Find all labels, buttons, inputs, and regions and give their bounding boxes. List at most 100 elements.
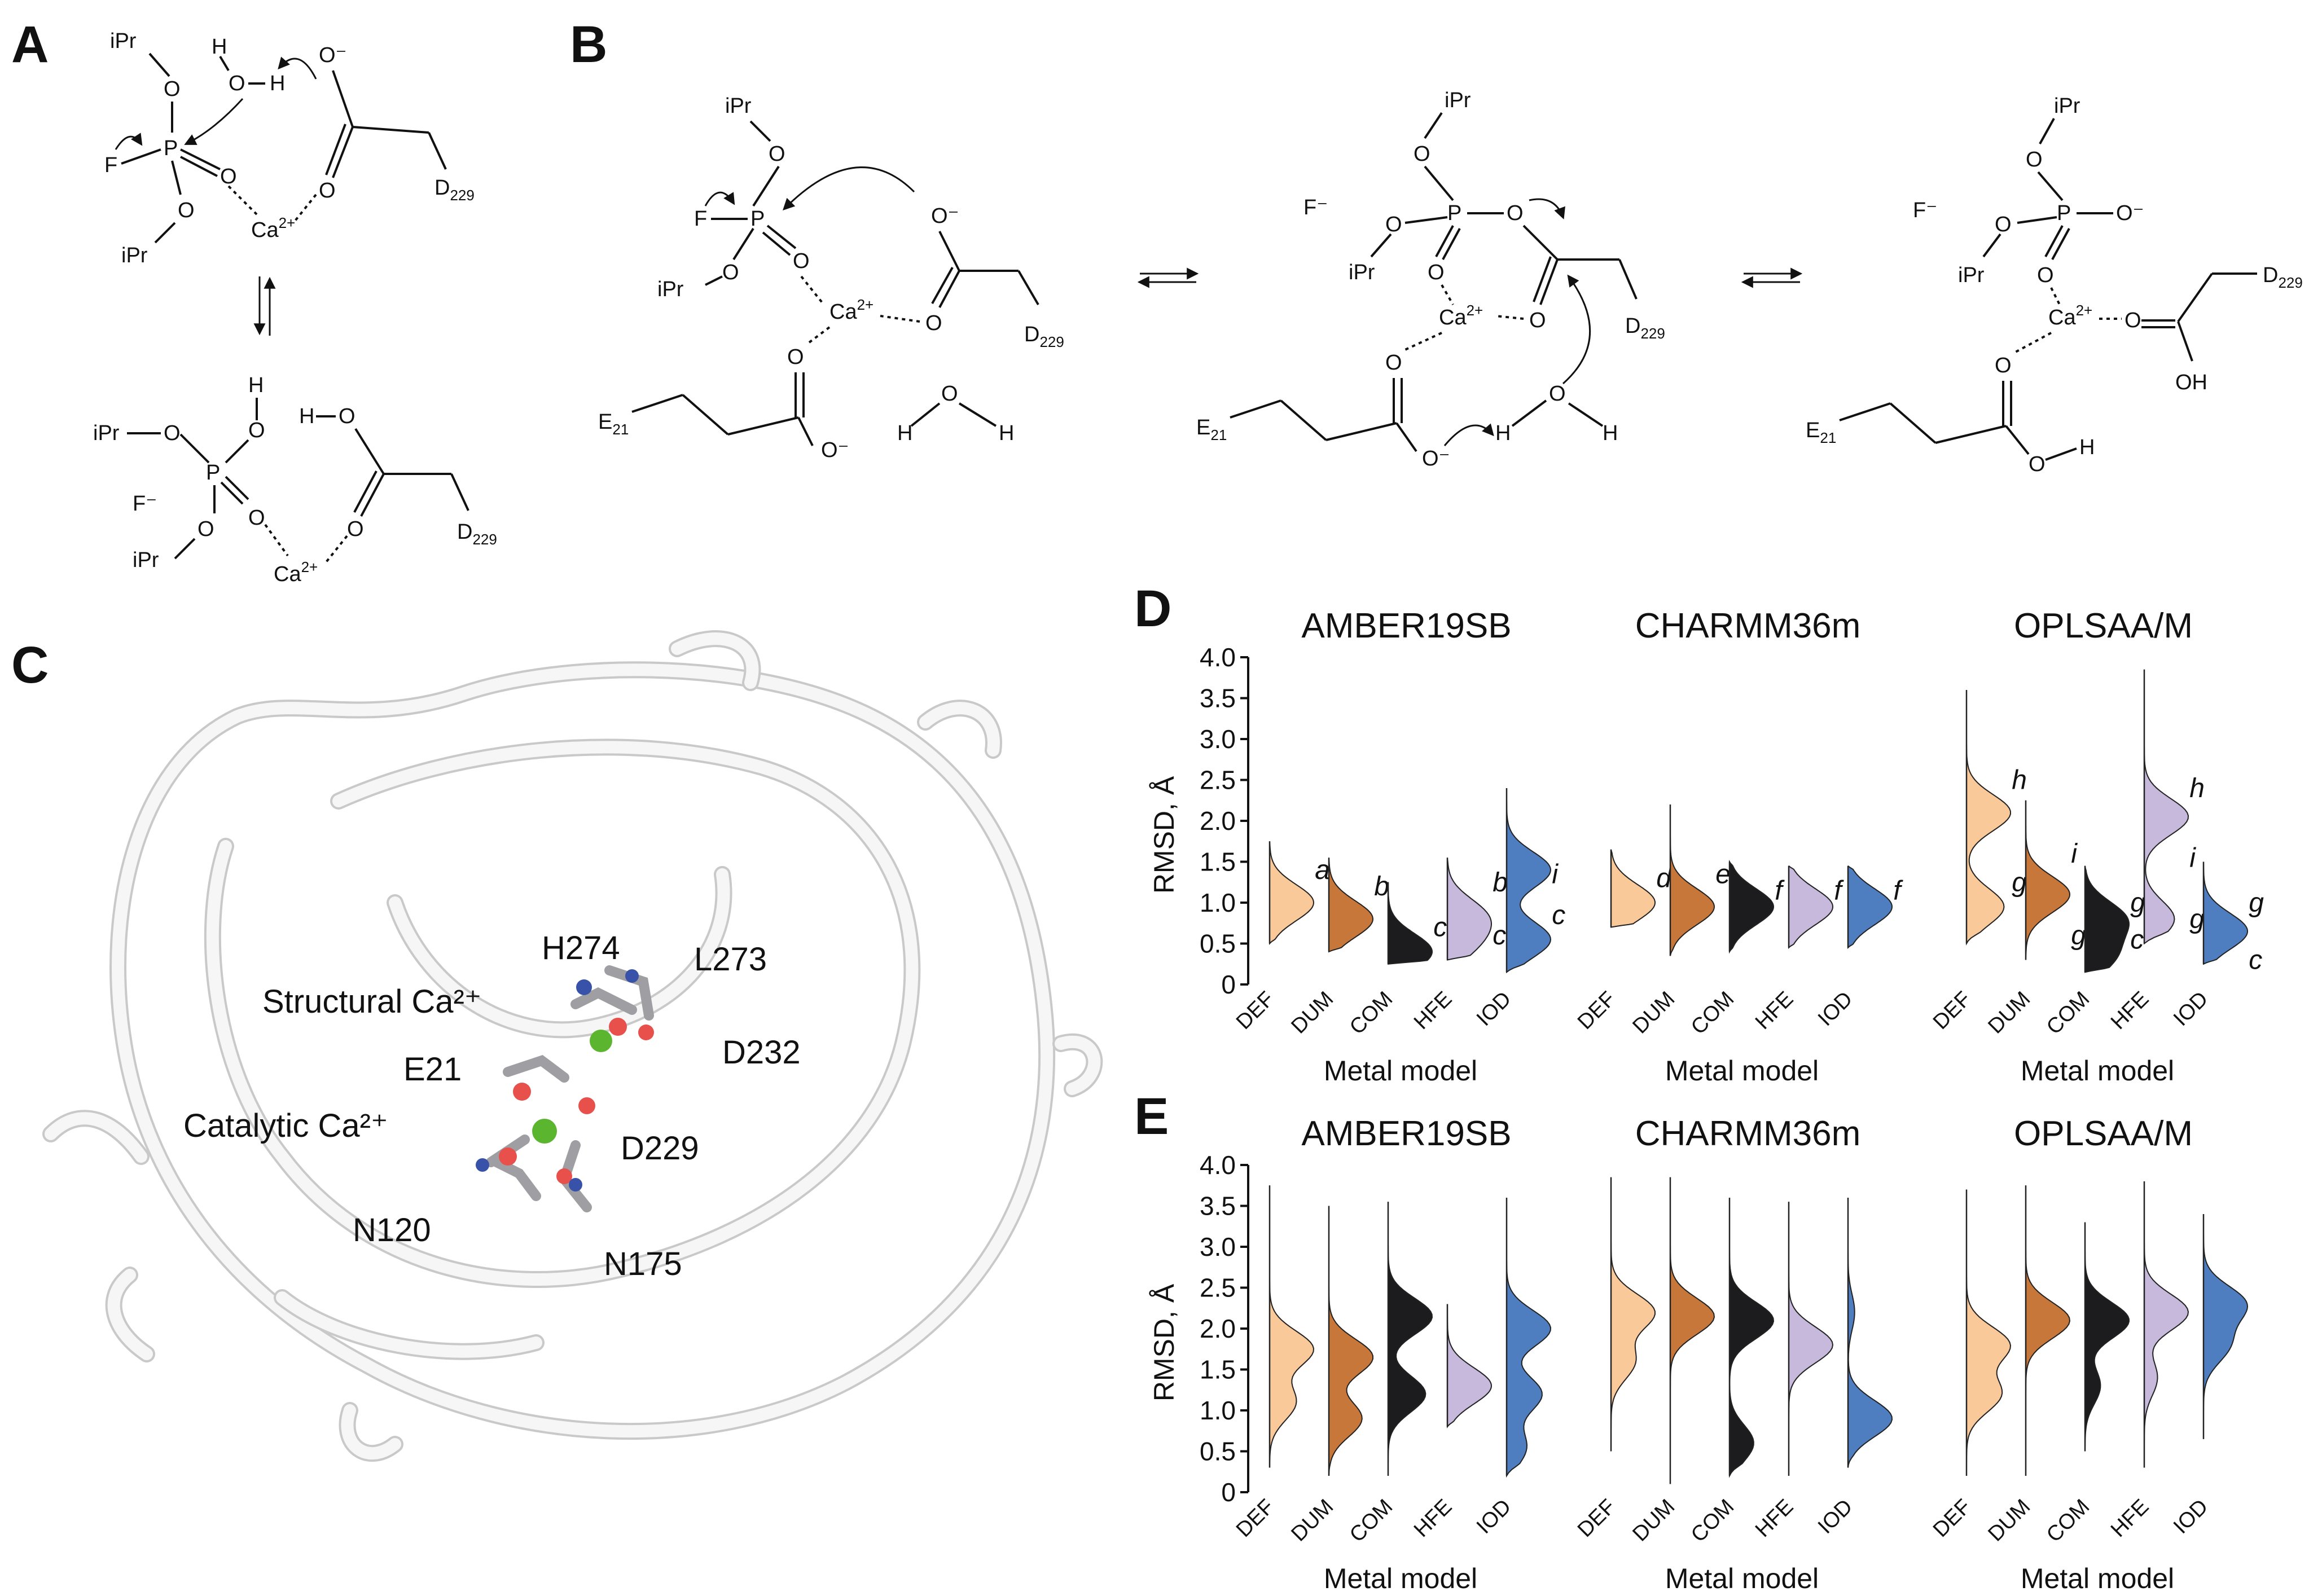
x-axis-label: Metal model [1665,1563,1819,1594]
violin-iod [1506,788,1552,974]
oxygen-label: O [229,72,245,95]
oxygen-label: O [319,179,336,203]
y-tick-label: 0 [1221,970,1236,999]
ipr-label: iPr [133,548,159,572]
calcium-label: Ca2+ [2048,302,2092,329]
y-tick-label: 0 [1221,1478,1236,1507]
oxygen-label: O [793,249,810,273]
y-tick-label: 2.0 [1200,806,1236,836]
phosphorus-label: P [164,137,178,160]
significance-letter: c [2249,946,2262,975]
protein-structure: H274 L273 Structural Ca²⁺ D232 E21 Catal… [42,630,1103,1462]
oxygen-label: O [2029,452,2046,476]
violin-def [1966,690,2012,946]
chart-title: AMBER19SB [1301,606,1511,645]
active-site-sticks [476,965,654,1212]
phosphorus-label: P [2057,201,2071,225]
y-tick-label: 3.0 [1200,724,1236,754]
residue-label-e21: E21 [403,1051,462,1088]
oxygen-label: O [722,261,739,284]
y-tick-label: 1.0 [1200,1396,1236,1425]
oxygen-label: O [1428,261,1445,284]
violin-com [1388,1202,1433,1476]
significance-letter: i [2071,839,2078,869]
category-label-dum: DUM [1983,987,2035,1039]
oxygen-label: O [1995,354,2012,377]
significance-letter: h [2012,766,2027,795]
y-tick-label: 3.5 [1200,684,1236,713]
oxygen-label: O [248,419,265,442]
x-axis-label: Metal model [1324,1055,1477,1087]
significance-letter: b [1493,868,1508,898]
ipr-label: iPr [110,29,137,53]
fluoride-label: F⁻ [1913,199,1937,222]
violin-iod [2203,861,2249,965]
phosphate-oxygen-label: O⁻ [2116,201,2144,225]
y-tick-label: 2.0 [1200,1314,1236,1343]
significance-letter: f [1834,876,1844,905]
category-label-com: COM [2042,987,2094,1039]
category-label-def: DEF [1573,987,1620,1034]
violin-def [1610,849,1656,928]
category-label-def: DEF [1929,987,1976,1034]
significance-letter: c [2130,925,2144,955]
y-tick-label: 1.5 [1200,1355,1236,1384]
fluorine-label: F [104,153,117,177]
violin-dum [2025,1185,2071,1476]
oxygen-label: O [787,345,804,369]
residue-label-l273: L273 [694,941,767,978]
calcium-label: Ca2+ [251,214,295,242]
asp-label: D229 [434,176,475,204]
category-label-hfe: HFE [2106,1495,2153,1542]
category-label-com: COM [1687,987,1739,1039]
hydrogen-label: H [1603,421,1618,445]
y-tick-label: 3.0 [1200,1232,1236,1261]
significance-letter: g [2012,868,2027,898]
violin-iod [1847,865,1893,949]
oxygen-label: O [1507,201,1524,225]
calcium-label: Ca2+ [274,559,318,586]
significance-letter: i [2189,843,2196,873]
chart-title: CHARMM36m [1635,1114,1861,1153]
oxygen-label: O [1529,309,1546,332]
panel-letter-c: C [11,636,49,694]
oxygen-label: O [248,506,265,530]
category-label-dum: DUM [1628,1495,1679,1546]
catalytic-calcium-atom [532,1119,557,1144]
category-label-hfe: HFE [1410,1495,1456,1542]
significance-letter: e [1715,859,1731,889]
category-label-com: COM [2042,1495,2094,1547]
significance-letter: h [2189,773,2205,803]
category-label-dum: DUM [1628,987,1679,1039]
significance-letter: g [2071,921,2086,951]
significance-letter: i [1552,859,1559,889]
scheme-a: iPr O P F O O iPr H O H O⁻ O D229 Ca2+ [93,29,497,586]
y-axis-label-d: RMSD, Å [1148,776,1180,894]
hydrogen-label: H [248,373,264,397]
violin-com [2084,1222,2130,1452]
category-label-iod: IOD [1472,1495,1516,1538]
violin-com [2084,865,2130,973]
carboxylate-oxygen-label: O⁻ [1422,447,1450,471]
residue-label-d229: D229 [621,1130,699,1167]
scheme-b-state-3: iPr O P O⁻ O iPr F⁻ O Ca2+ O OH D229 [1806,94,2303,476]
oxygen-label: O [2037,263,2054,287]
fluorine-label: F [694,207,707,231]
violin-iod [2203,1214,2249,1439]
ipr-label: iPr [1349,261,1375,284]
violin-def [1966,1189,2012,1476]
y-tick-label: 3.5 [1200,1191,1236,1221]
phosphorus-label: P [750,207,765,231]
asp-label: D229 [1625,314,1665,342]
oxygen-label: O [1385,351,1402,375]
category-label-def: DEF [1573,1495,1620,1542]
y-tick-label: 4.0 [1200,1150,1236,1180]
hydrogen-label: H [270,72,285,95]
violin-iod [1847,1198,1893,1468]
violin-com [1729,859,1775,954]
violin-com [1388,882,1433,965]
category-label-hfe: HFE [1751,1495,1798,1542]
violin-hfe [1788,1202,1834,1476]
scheme-b-state-1: iPr O P F O O iPr O⁻ O D229 [598,94,1064,462]
residue-label-n120: N120 [353,1212,431,1248]
